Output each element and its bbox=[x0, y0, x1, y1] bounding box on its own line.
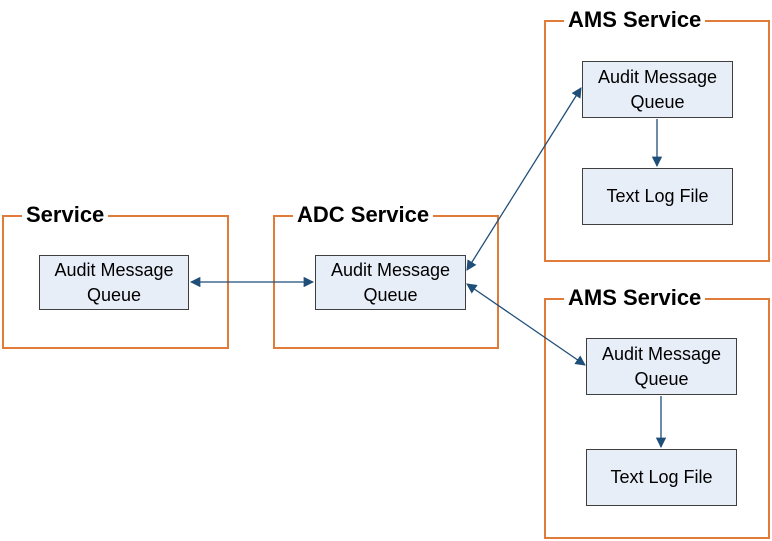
node-label-line1: Audit Message bbox=[54, 259, 174, 280]
ams-top-text-log-file: Text Log File bbox=[582, 168, 733, 225]
ams-service-top-group-title: AMS Service bbox=[564, 8, 706, 32]
node-label: Text Log File bbox=[606, 186, 709, 206]
node-label-line1: Audit Message bbox=[597, 66, 718, 87]
service-group-title: Service bbox=[22, 203, 109, 227]
ams-bottom-text-log-file: Text Log File bbox=[586, 449, 737, 506]
edge-adc-to-ams-bottom bbox=[466, 283, 586, 366]
node-label-line2: Queue bbox=[363, 284, 418, 305]
node-label-line2: Queue bbox=[634, 368, 689, 389]
adc-service-group-title: ADC Service bbox=[293, 203, 434, 227]
ams-service-bottom-group-title: AMS Service bbox=[564, 286, 706, 310]
node-label: Text Log File bbox=[610, 467, 713, 487]
node-label-line1: Audit Message bbox=[330, 259, 451, 280]
node-label-line2: Queue bbox=[630, 91, 685, 112]
node-label-line2: Queue bbox=[86, 284, 142, 305]
edge-adc-to-ams-top bbox=[466, 87, 582, 271]
node-label-line1: Audit Message bbox=[601, 343, 722, 364]
